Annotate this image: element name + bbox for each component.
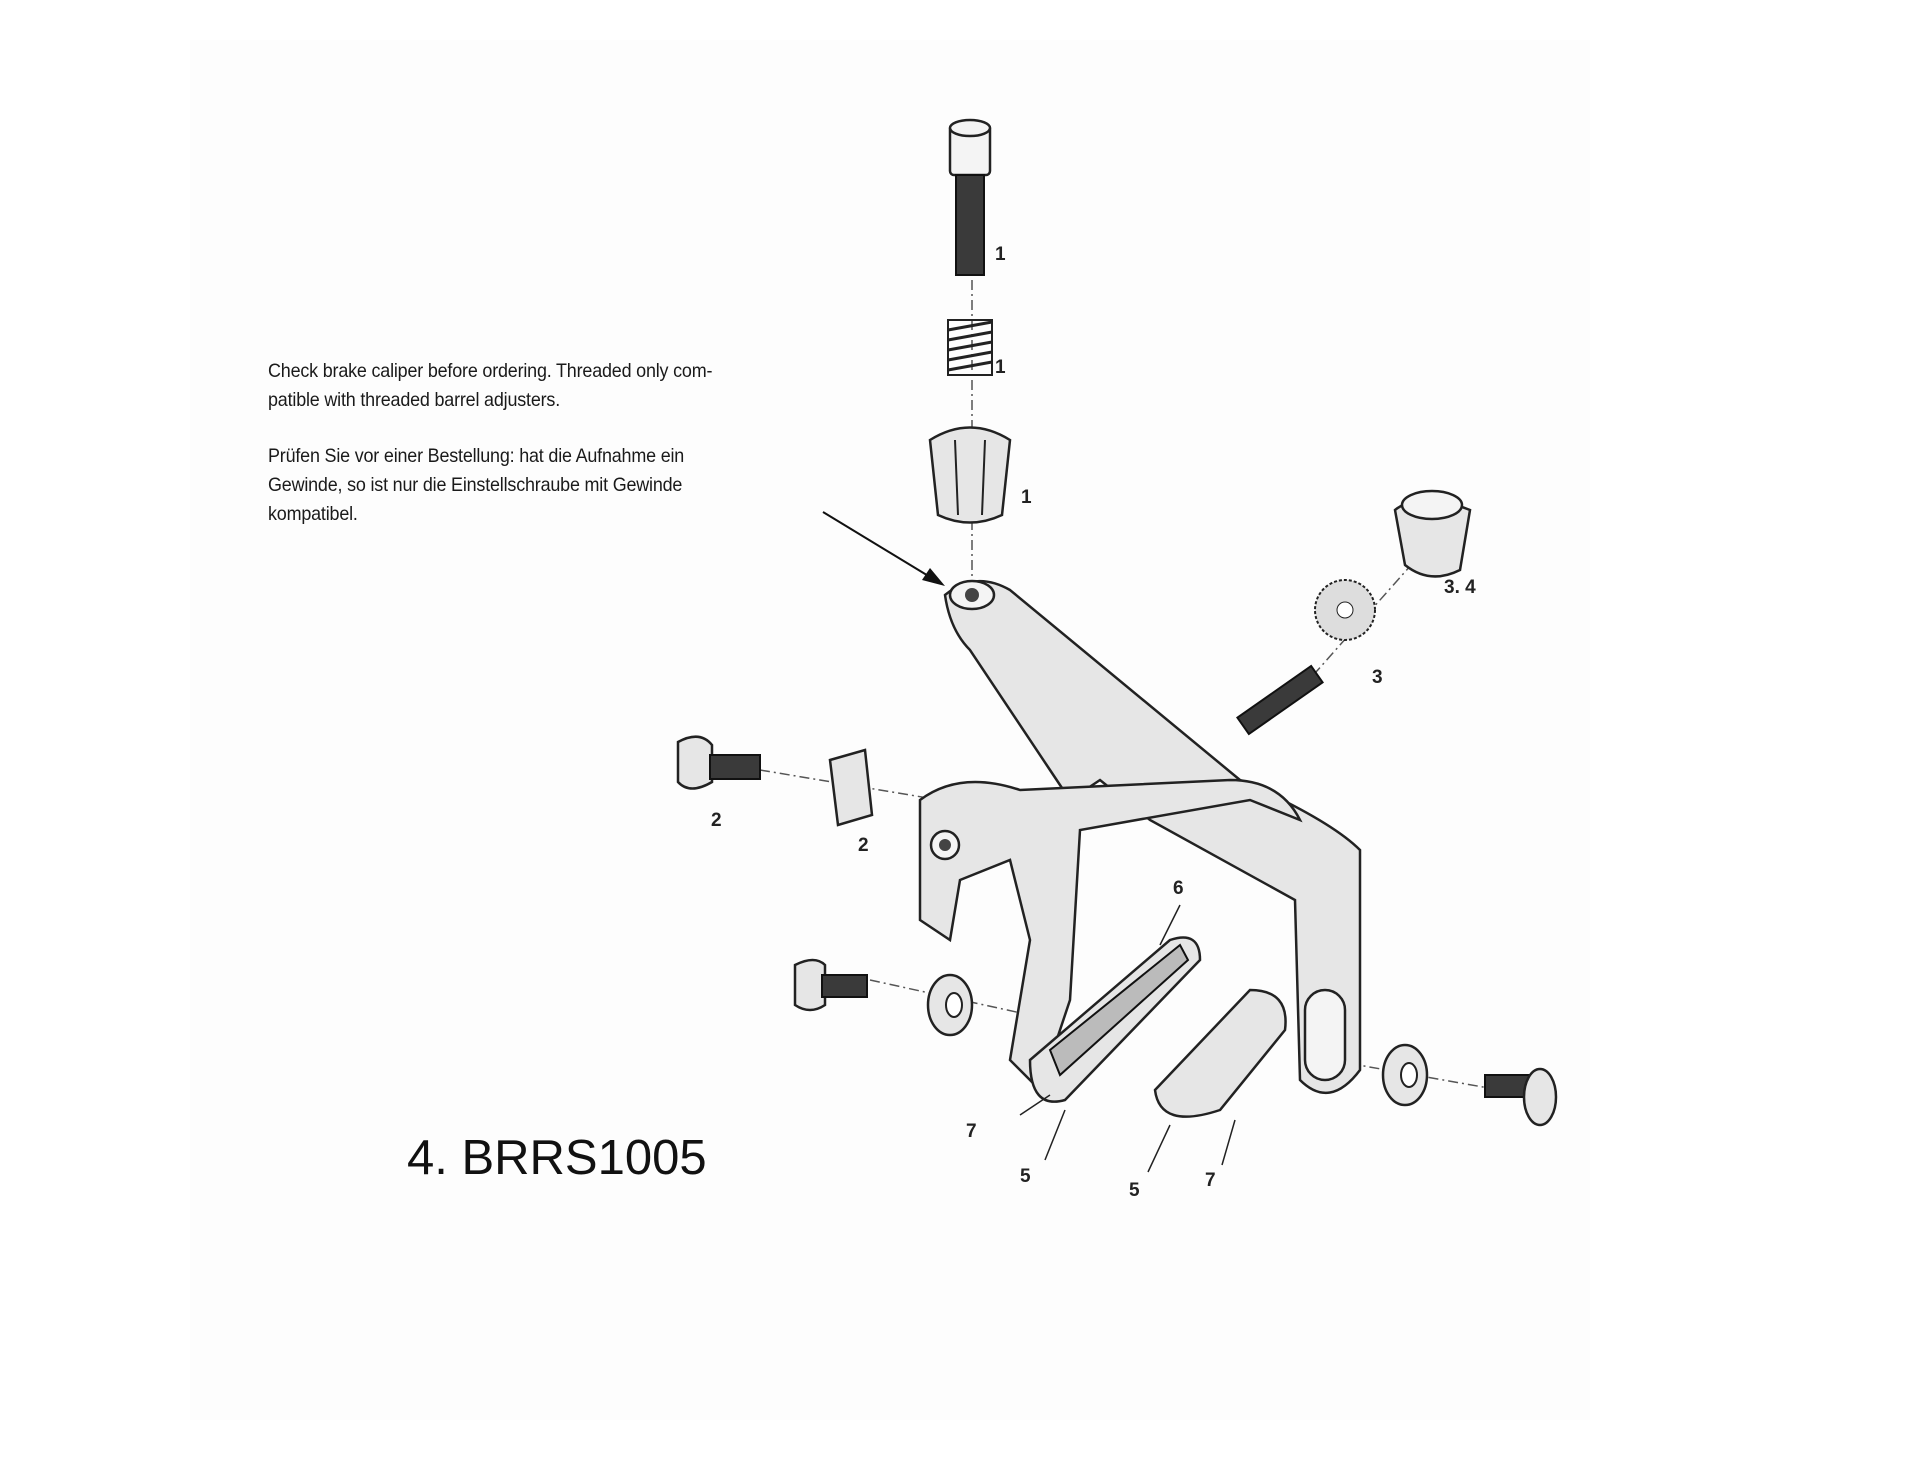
caliper-rear-arm bbox=[918, 778, 1303, 1093]
pivot-bolt bbox=[676, 735, 761, 790]
spacer-washer-left bbox=[926, 973, 974, 1037]
caliper-front-arm bbox=[943, 579, 1362, 1095]
callout-barrel-nut: 1 bbox=[1021, 487, 1032, 508]
callout-serrated-washer: 3 bbox=[1372, 667, 1383, 688]
note-line: Prüfen Sie vor einer Bestellung: hat die… bbox=[268, 445, 685, 467]
part-number-title: 4. BRRS1005 bbox=[407, 1131, 707, 1185]
callout-mount-nut: 3. 4 bbox=[1444, 577, 1476, 598]
barrel-adjuster-bolt bbox=[948, 118, 992, 276]
leader-lines bbox=[1019, 904, 1236, 1173]
mounting-bolt bbox=[1236, 664, 1324, 736]
brake-pad-right bbox=[1153, 988, 1287, 1118]
callout-pad-left: 5 bbox=[1020, 1166, 1031, 1187]
serrated-washer bbox=[1314, 579, 1376, 641]
callout-shoe-left: 7 bbox=[966, 1121, 977, 1142]
spacer-washer-right bbox=[1381, 1043, 1429, 1107]
callout-pivot-bolt: 2 bbox=[711, 810, 722, 831]
callout-spring: 1 bbox=[995, 357, 1006, 378]
barrel-adjuster-nut bbox=[928, 426, 1012, 524]
spring bbox=[947, 319, 993, 376]
brake-pad-left bbox=[1028, 936, 1202, 1103]
pointer-arrow bbox=[822, 511, 945, 586]
callout-pad-right: 5 bbox=[1129, 1180, 1140, 1201]
rear-bolt-right bbox=[1484, 1067, 1558, 1127]
cable-clamp bbox=[828, 748, 874, 827]
callout-pad-insert: 6 bbox=[1173, 878, 1184, 899]
compatibility-note-english: Check brake caliper before ordering. Thr… bbox=[268, 357, 783, 415]
rear-bolt-left bbox=[793, 958, 868, 1012]
compatibility-note-german: Prüfen Sie vor einer Bestellung: hat die… bbox=[268, 442, 783, 529]
note-line: Gewinde, so ist nur die Einstellschraube… bbox=[268, 474, 683, 496]
recessed-mount-nut bbox=[1393, 489, 1472, 578]
callout-shoe-right: 7 bbox=[1205, 1170, 1216, 1191]
callout-cable-clamp: 2 bbox=[858, 835, 869, 856]
diagram-sheet bbox=[190, 40, 1590, 1420]
note-line: Check brake caliper before ordering. Thr… bbox=[268, 360, 713, 382]
note-line: patible with threaded barrel adjusters. bbox=[268, 389, 560, 411]
callout-barrel-bolt: 1 bbox=[995, 244, 1006, 265]
note-line: kompatibel. bbox=[268, 503, 358, 525]
